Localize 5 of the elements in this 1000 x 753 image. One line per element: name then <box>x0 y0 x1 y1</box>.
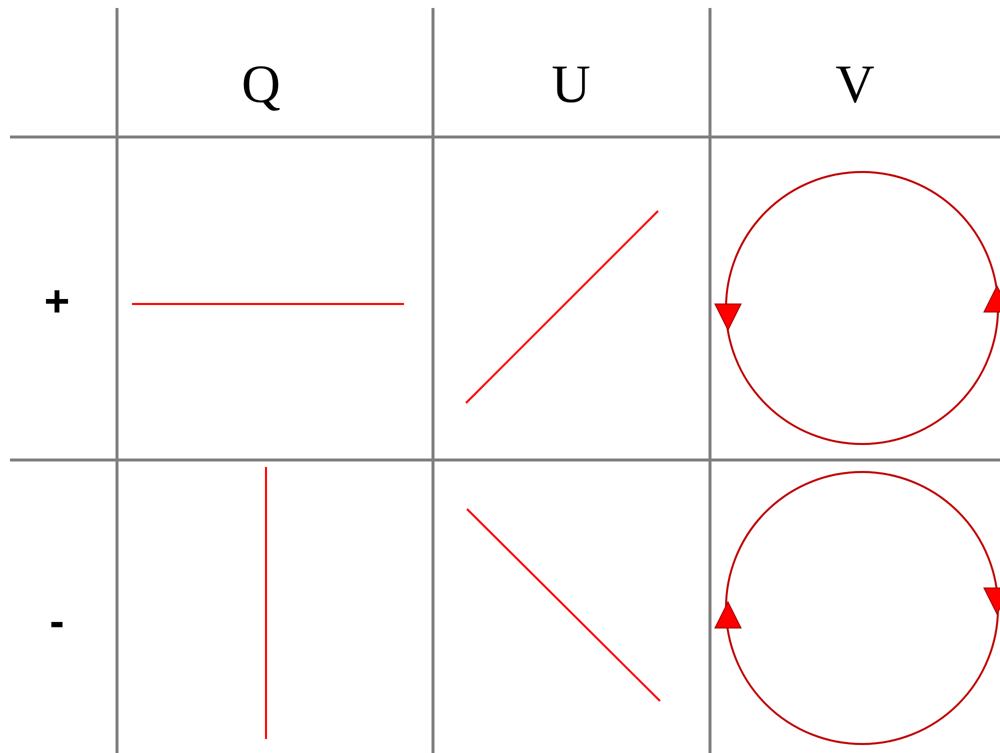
row-header: + <box>44 280 70 324</box>
column-header: V <box>836 57 874 111</box>
row-header: - <box>50 600 64 644</box>
column-header: Q <box>242 57 280 111</box>
column-header: U <box>552 57 590 111</box>
